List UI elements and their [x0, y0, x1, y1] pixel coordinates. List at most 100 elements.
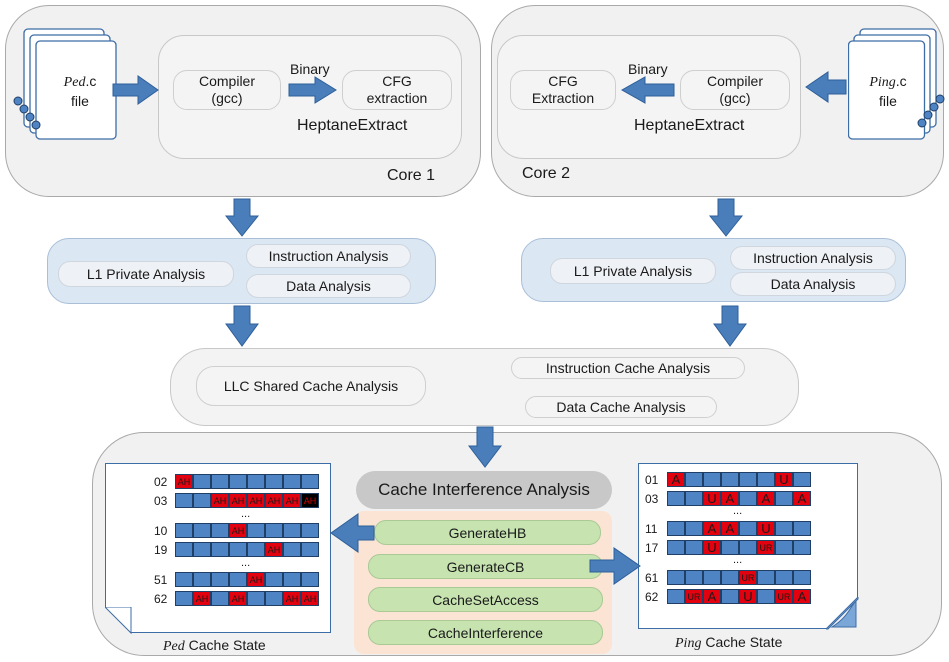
- cache-line-cell: [721, 472, 739, 487]
- cache-line-cell: [685, 521, 703, 536]
- cache-line-cell: [265, 591, 283, 606]
- cache-line-cell: [283, 572, 301, 587]
- cache-line-cell: [757, 472, 775, 487]
- cache-line-cell: [775, 521, 793, 536]
- llc-data: Data Cache Analysis: [525, 396, 717, 418]
- cache-line-cell: U: [703, 491, 721, 506]
- cache-line-cell: U: [757, 521, 775, 536]
- cache-line-cell: [175, 493, 193, 508]
- cache-set-label: 03: [645, 492, 659, 506]
- arrow-down-icon: [708, 198, 744, 237]
- page-curl-corner: [826, 597, 859, 630]
- file-stack-icon: [848, 28, 945, 140]
- arrow-right-icon: [288, 76, 337, 104]
- cache-line-cell: AH: [193, 591, 211, 606]
- cache-line-cell: [283, 542, 301, 557]
- cache-set-label: 02: [154, 475, 168, 489]
- cache-line-cell: [793, 540, 811, 555]
- l1-right-data: Data Analysis: [730, 272, 896, 296]
- core1-heptane-label: HeptaneExtract: [297, 117, 408, 134]
- llc-instruction: Instruction Cache Analysis: [511, 357, 745, 379]
- cache-line-cell: [265, 474, 283, 489]
- llc-shared: LLC Shared Cache Analysis: [196, 366, 426, 406]
- core2-cfg-box: CFG Extraction: [510, 70, 616, 110]
- step-generatecb: GenerateCB: [368, 554, 603, 579]
- cache-line-cell: [667, 570, 685, 585]
- cache-set-label: 03: [154, 494, 168, 508]
- cache-line-cell: AH: [265, 542, 283, 557]
- cache-line-cell: [211, 572, 229, 587]
- cache-line-cell: UR: [775, 589, 793, 604]
- arrow-down-icon: [224, 198, 260, 237]
- cache-line-cell: A: [703, 589, 721, 604]
- interference-title: Cache Interference Analysis: [356, 471, 612, 509]
- cache-line-cell: [793, 472, 811, 487]
- core2-cfg-label: CFG Extraction: [531, 73, 595, 106]
- cache-line-cell: [703, 570, 721, 585]
- core2-label: Core 2: [522, 165, 571, 182]
- cache-line-cell: [301, 572, 319, 587]
- step-cacheinterference: CacheInterference: [368, 620, 603, 645]
- cache-line-cell: [193, 542, 211, 557]
- cache-line-cell: [229, 474, 247, 489]
- ping-caption-rest: Cache State: [701, 634, 783, 650]
- cache-line-cell: [721, 540, 739, 555]
- cache-set-label: 51: [154, 573, 168, 587]
- ping-file-ext: .c: [895, 73, 907, 89]
- ping-caption-name: Ping: [675, 636, 702, 651]
- cache-line-cell: [685, 491, 703, 506]
- cache-line-cell: [175, 523, 193, 538]
- cache-line-cell: [739, 521, 757, 536]
- cache-line-cell: [301, 523, 319, 538]
- step-generatehb: GenerateHB: [374, 520, 601, 545]
- cache-set-label: 61: [645, 571, 659, 585]
- arrow-down-icon: [467, 426, 503, 468]
- cache-line-cell: AH: [175, 474, 193, 489]
- cache-line-cell: [757, 570, 775, 585]
- cache-line-cell: [193, 493, 211, 508]
- cache-line-cell: [739, 491, 757, 506]
- cache-line-cell: AH: [283, 591, 301, 606]
- arrow-right-icon: [112, 75, 159, 105]
- cache-line-cell: A: [721, 521, 739, 536]
- cache-line-cell: AH: [247, 493, 265, 508]
- ped-caption-name: Ped: [163, 639, 185, 654]
- ped-cache-caption: Ped Cache State: [163, 637, 266, 655]
- cache-line-cell: [283, 474, 301, 489]
- cache-line-cell: AH: [229, 591, 247, 606]
- cache-line-cell: [301, 542, 319, 557]
- cache-line-cell: [703, 472, 721, 487]
- ping-cache-caption: Ping Cache State: [675, 634, 782, 652]
- cache-line-cell: [739, 540, 757, 555]
- cache-line-cell: [265, 572, 283, 587]
- cache-line-cell: [229, 572, 247, 587]
- ped-file-label: Ped.c file: [55, 72, 105, 110]
- cache-line-cell: [685, 540, 703, 555]
- cache-set-label: 10: [154, 524, 168, 538]
- cache-line-cell: A: [667, 472, 685, 487]
- cache-line-cell: [775, 491, 793, 506]
- cache-line-cell: A: [757, 491, 775, 506]
- cache-line-cell: [739, 472, 757, 487]
- ellipsis: ...: [733, 554, 743, 566]
- cache-line-cell: UR: [757, 540, 775, 555]
- cache-line-cell: [283, 523, 301, 538]
- cache-line-cell: [193, 523, 211, 538]
- cache-set-label: 01: [645, 473, 659, 487]
- core2-heptane-label: HeptaneExtract: [634, 117, 745, 134]
- ping-file-stack: [848, 25, 948, 145]
- cache-line-cell: [721, 570, 739, 585]
- page-fold-corner: [105, 607, 132, 635]
- cache-set-label: 17: [645, 541, 659, 555]
- cache-line-cell: U: [703, 540, 721, 555]
- cache-line-cell: [211, 523, 229, 538]
- core1-binary-label: Binary: [290, 61, 330, 77]
- core2-binary-label: Binary: [628, 61, 668, 77]
- cache-line-cell: [667, 589, 685, 604]
- ped-file-stack: [10, 25, 120, 145]
- cache-line-cell: [667, 521, 685, 536]
- cache-line-cell: [193, 474, 211, 489]
- core1-cfg-label: CFG extraction: [366, 73, 428, 106]
- ped-file-ext: .c: [85, 73, 97, 89]
